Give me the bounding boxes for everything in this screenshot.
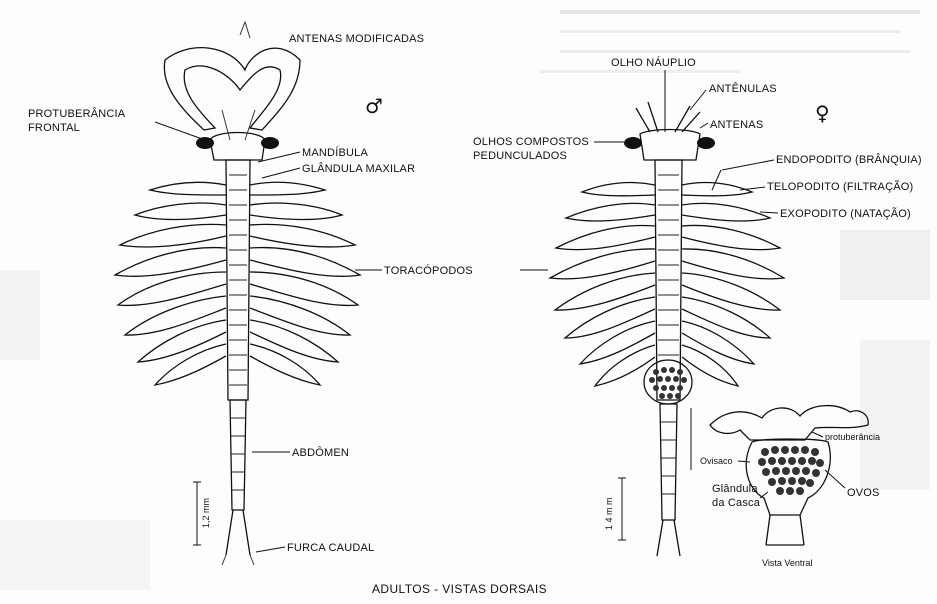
- male-symbol-icon: ♂: [365, 94, 383, 118]
- label-ovisaco: Ovisaco: [700, 456, 733, 466]
- label-olhos-compostos-2: PEDUNCULADOS: [473, 150, 567, 162]
- label-protuberancia-frontal-2: FRONTAL: [28, 122, 80, 134]
- label-antenas-modificadas: ANTENAS MODIFICADAS: [289, 33, 424, 45]
- label-telopodito: TELOPODITO (FILTRAÇÃO): [767, 180, 913, 193]
- label-exopodito: EXOPODITO (NATAÇÃO): [780, 207, 911, 220]
- label-glandula-casca-2: da Casca: [712, 497, 761, 509]
- label-mandibula: MANDÍBULA: [302, 146, 368, 159]
- male-scale-label: 1,2 mm: [201, 498, 211, 528]
- label-glandula-casca-1: Glândula: [712, 483, 758, 495]
- label-olhos-compostos-1: OLHOS COMPOSTOS: [473, 136, 589, 148]
- female-scale-label: 1 4 m m: [604, 497, 614, 530]
- label-vista-ventral: Vista Ventral: [762, 558, 812, 568]
- label-toracopodos: TORACÓPODOS: [384, 264, 473, 277]
- background-bleed: [0, 10, 930, 590]
- female-scale-bar: 1 4 m m: [604, 478, 626, 540]
- label-protuberancia-frontal-1: PROTUBERÂNCIA: [28, 107, 126, 120]
- label-antenulas: ANTÊNULAS: [709, 82, 777, 95]
- male-artemia: [115, 22, 360, 565]
- label-antenas: ANTENAS: [710, 119, 763, 131]
- male-scale-bar: 1,2 mm: [193, 482, 211, 545]
- label-furca-caudal: FURCA CAUDAL: [287, 542, 374, 554]
- female-symbol-icon: ♀: [815, 101, 830, 125]
- label-endopodito: ENDOPODITO (BRÂNQUIA): [776, 153, 922, 166]
- label-olho-nauplio: OLHO NÁUPLIO: [611, 56, 696, 69]
- label-abdomen: ABDÔMEN: [292, 446, 349, 459]
- male-leaders: [155, 122, 548, 552]
- label-ovos: OVOS: [847, 487, 880, 499]
- label-protuberancia-small: protuberância: [825, 432, 880, 442]
- figure-caption: ADULTOS - VISTAS DORSAIS: [372, 582, 547, 596]
- labels: ANTENAS MODIFICADAS PROTUBERÂNCIA FRONTA…: [28, 33, 922, 596]
- label-glandula-maxilar: GLÂNDULA MAXILAR: [302, 162, 415, 175]
- ventral-view-inset: [710, 406, 868, 545]
